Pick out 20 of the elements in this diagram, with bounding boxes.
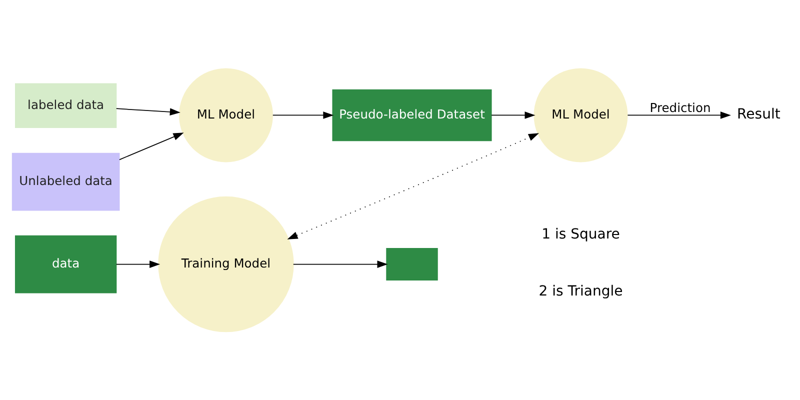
arrow — [491, 112, 536, 119]
edge-label: Prediction — [650, 100, 711, 115]
node-box: Unlabeled data — [12, 152, 120, 211]
node-box: data — [14, 235, 117, 294]
node-circle: Training Model — [158, 196, 294, 332]
node-circle: ML Model — [534, 68, 628, 162]
node-text: Result — [737, 106, 780, 123]
arrow — [116, 260, 160, 268]
node-box: labeled data — [14, 83, 117, 128]
node-box — [386, 248, 438, 280]
arrow — [287, 133, 540, 240]
legend-label: 1 is Square — [542, 226, 620, 243]
arrow — [627, 112, 731, 119]
node-circle: ML Model — [179, 68, 273, 162]
arrow — [119, 132, 184, 160]
arrow — [292, 260, 388, 268]
node-box: Pseudo-labeled Dataset — [332, 89, 492, 142]
legend-label: 2 is Triangle — [538, 284, 623, 300]
arrow — [272, 112, 334, 119]
arrow — [116, 108, 180, 116]
